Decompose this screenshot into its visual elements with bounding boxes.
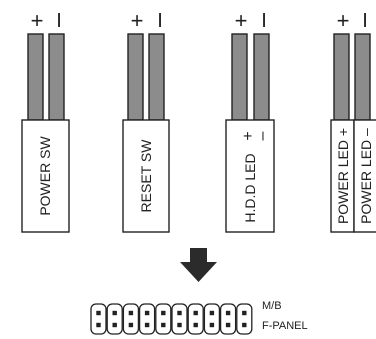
- header-pin-column: [203, 303, 221, 335]
- connector-label: POWER SW: [37, 136, 53, 216]
- plate-minus-sign: –: [254, 131, 271, 140]
- plus-sign: +: [131, 8, 144, 33]
- connector-hdd-led: + I + – H.D.D LED: [225, 8, 275, 233]
- header-pin: [225, 310, 231, 316]
- down-arrow-icon: [180, 248, 217, 282]
- wire-minus: [253, 33, 270, 121]
- plus-sign: +: [31, 8, 44, 33]
- header-pin: [193, 310, 198, 316]
- header-pin: [177, 310, 182, 316]
- header-pin: [242, 310, 247, 316]
- minus-sign: I: [261, 10, 267, 32]
- header-pin-column: [138, 303, 156, 335]
- header-pin-column: [106, 303, 123, 335]
- header-pin: [112, 322, 117, 328]
- connector-label-plus: POWER LED +: [335, 128, 351, 224]
- minus-sign: I: [362, 10, 368, 32]
- header-pin: [242, 322, 247, 328]
- plus-sign: +: [337, 8, 350, 33]
- connector-reset-sw: + I RESET SW: [122, 8, 170, 233]
- minus-sign: I: [56, 10, 62, 32]
- plate-plus-sign: +: [240, 131, 257, 140]
- connector-plate: [21, 119, 70, 233]
- wire-plus: [127, 33, 144, 121]
- header-pin-column: [236, 303, 253, 335]
- connector-label: RESET SW: [138, 139, 154, 213]
- connector-plate: [225, 119, 275, 233]
- header-pin: [177, 322, 182, 328]
- header-pin: [144, 322, 150, 328]
- wire-minus: [148, 33, 165, 121]
- header-pin-column: [187, 303, 204, 335]
- header-pin-column: [171, 303, 188, 335]
- header-pin: [161, 310, 166, 316]
- header-pin-column: [122, 303, 140, 335]
- header-pin: [209, 310, 215, 316]
- connector-power-sw: + I POWER SW: [21, 8, 70, 233]
- wire-plus: [333, 33, 350, 121]
- connector-label-minus: POWER LED –: [358, 128, 374, 224]
- panel-label-fpanel: F-PANEL: [262, 320, 308, 332]
- header-pin: [144, 310, 150, 316]
- header-pin: [225, 322, 231, 328]
- connector-plate: [122, 119, 170, 233]
- wire-minus: [48, 33, 65, 121]
- panel-label-mb: M/B: [262, 300, 282, 312]
- plus-sign: +: [235, 8, 248, 33]
- minus-sign: I: [157, 10, 163, 32]
- wire-minus: [354, 33, 371, 121]
- header-pin: [128, 322, 134, 328]
- header-pin: [96, 322, 101, 328]
- connector-power-led: + I POWER LED + POWER LED –: [330, 8, 376, 233]
- header-pin-column: [90, 303, 107, 335]
- header-pin: [112, 310, 117, 316]
- wire-plus: [27, 33, 44, 121]
- header-pin: [209, 322, 215, 328]
- header-pin: [161, 322, 166, 328]
- fpanel-pin-header: [90, 303, 253, 335]
- wire-plus: [231, 33, 248, 121]
- header-pin-column: [155, 303, 172, 335]
- header-pin: [193, 322, 198, 328]
- connector-plate-minus: [353, 119, 376, 233]
- header-pin: [96, 310, 101, 316]
- header-pin-column: [219, 303, 237, 335]
- header-pin: [128, 310, 134, 316]
- connector-label: H.D.D LED: [242, 153, 258, 222]
